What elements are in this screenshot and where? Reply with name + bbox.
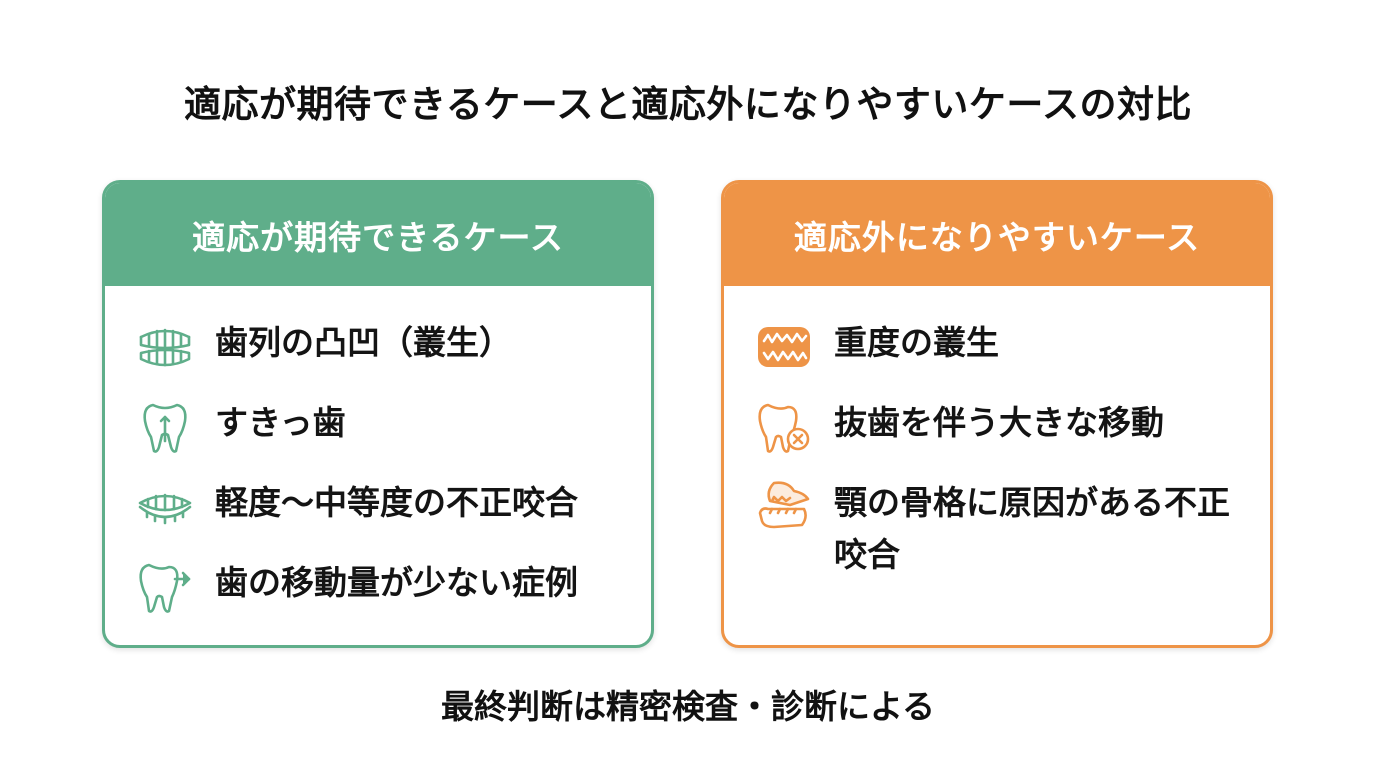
- list-item-label: すきっ歯: [215, 403, 346, 442]
- list-item-label: 歯列の凸凹（叢生）: [215, 323, 512, 362]
- unsuitable-cases-heading: 適応外になりやすいケース: [724, 183, 1270, 286]
- list-item-label: 顎の骨格に原因がある不正咬合: [834, 483, 1230, 574]
- list-item-label: 抜歯を伴う大きな移動: [834, 403, 1164, 442]
- list-item-label: 歯の移動量が少ない症例: [215, 563, 578, 602]
- tooth-arrow-icon: [135, 557, 195, 617]
- teeth-arch-icon: [135, 317, 195, 377]
- jaw-icon: [754, 477, 814, 537]
- list-item-label: 軽度〜中等度の不正咬合: [215, 483, 578, 522]
- suitable-cases-heading: 適応が期待できるケース: [105, 183, 651, 286]
- tooth-extraction-icon: [754, 397, 814, 457]
- crowded-teeth-icon: [754, 317, 814, 377]
- tooth-gap-icon: [135, 397, 195, 457]
- list-item-label: 重度の叢生: [834, 323, 999, 362]
- page-title: 適応が期待できるケースと適応外になりやすいケースの対比: [183, 83, 1193, 126]
- bite-icon: [135, 477, 195, 537]
- unsuitable-cases-panel: 適応外になりやすいケース 重度の叢生 抜歯を伴う大きな移動: [721, 180, 1273, 648]
- footer-note: 最終判断は精密検査・診断による: [440, 687, 935, 726]
- suitable-cases-panel: 適応が期待できるケース 歯列の凸凹（叢生） すきっ歯: [102, 180, 654, 648]
